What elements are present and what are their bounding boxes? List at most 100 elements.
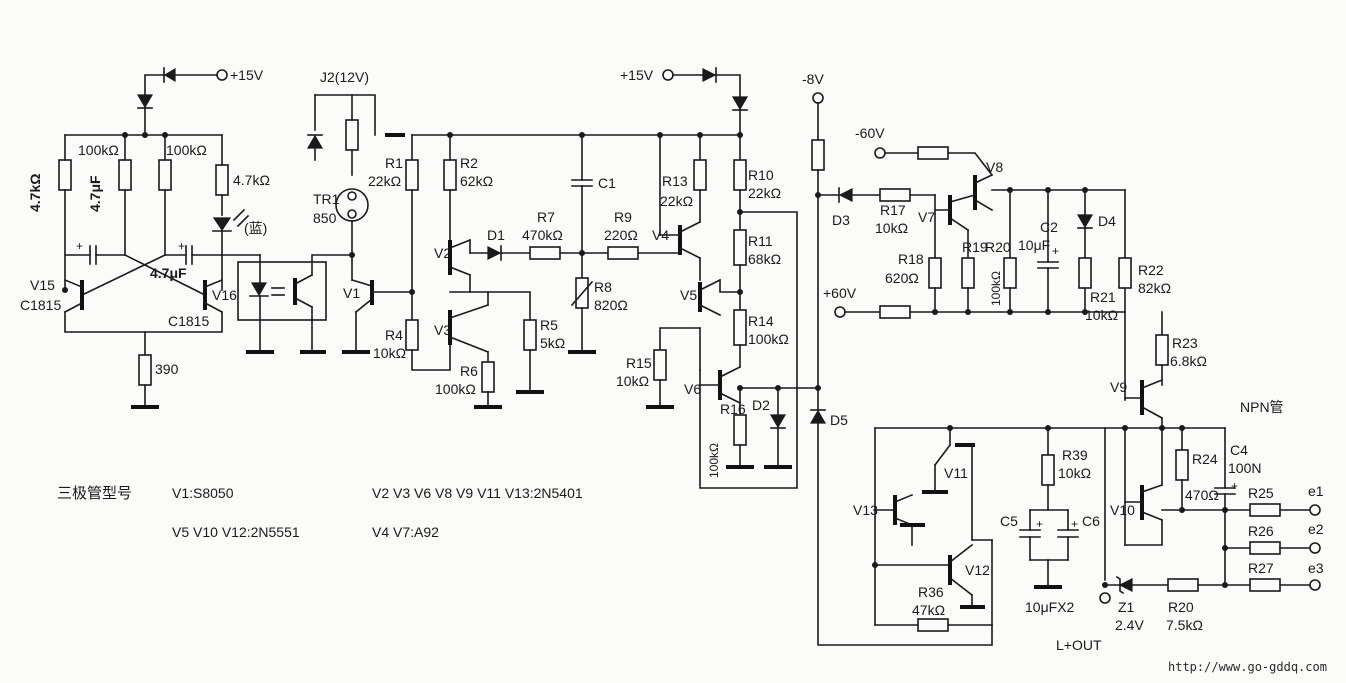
label-r15: R15 [626,355,652,371]
resistor-100k-b [158,159,172,191]
amplifier-section: +15V R1 22kΩ R4 10kΩ R2 62kΩ V2 D1 [368,67,821,489]
rail-label-p60: +60V [823,285,857,301]
diode-left-vertical [136,94,154,109]
label-v8: V8 [986,159,1003,175]
diode-d1 [487,246,502,260]
diode-top-left [163,67,176,83]
resistor-m60 [917,146,949,160]
legend-row2b: V4 V7:A92 [372,524,439,540]
label-r2-val: 62kΩ [460,173,493,189]
label-v4: V4 [652,227,669,243]
label-relay: J2(12V) [320,69,369,85]
diode-d4 [1076,214,1094,229]
label-r8: R8 [594,279,612,295]
label-r14: R14 [748,313,774,329]
label-r5: R5 [540,317,558,333]
resistor-r7 [529,246,561,260]
label-v10: V10 [1110,502,1135,518]
zener-z1 [1118,578,1133,592]
label-r20b: R20 [1168,599,1194,615]
diode-d3 [838,188,853,202]
rail-label-p15-left: +15V [230,67,264,83]
resistor-4k7-a [58,159,72,191]
resistor-r26 [1249,541,1281,555]
resistor-r18 [928,257,942,289]
resistor-r17 [879,188,911,202]
label-r19: R19 [962,239,988,255]
label-r15-val: 10kΩ [616,373,649,389]
label-c-b: 4.7μF [150,265,187,281]
label-v16-part: C1815 [168,313,209,329]
label-r13: R13 [662,173,688,189]
flasher-section: +15V 4.7kΩ 100kΩ 100kΩ 4.7kΩ (蓝) 4.7μF [20,67,353,409]
label-v15: V15 [30,277,55,293]
resistor-r1 [405,159,419,191]
label-r18: R18 [898,251,924,267]
label-tr1: TR1 [313,191,340,207]
resistor-r39 [1041,454,1055,486]
resistor-r16 [733,414,747,446]
resistor-4k7-b [215,164,229,196]
svg-text:+: + [1231,479,1238,493]
resistor-100k-a [118,159,132,191]
label-c6: C6 [1082,513,1100,529]
label-v5: V5 [680,287,697,303]
label-r6: R6 [460,363,478,379]
terminal-p15-mid [662,69,674,81]
label-v12: V12 [965,562,990,578]
led-blue-icon [212,217,232,232]
label-c56-val: 10μFX2 [1025,599,1075,615]
label-v11: V11 [944,465,968,481]
resistor-r20b [1167,578,1199,592]
resistor-r19 [961,257,975,289]
svg-text:+: + [178,239,185,253]
label-v7: V7 [918,209,935,225]
label-c5: C5 [1000,513,1018,529]
label-r20: R20 [985,239,1011,255]
resistor-r13 [693,159,707,191]
resistor-r21 [1078,257,1092,289]
legend-row2a: V5 V10 V12:2N5551 [172,524,300,540]
resistor-r10 [733,159,747,191]
label-r-b: 100kΩ [78,142,119,158]
resistor-r5 [523,319,537,351]
label-r24-val: 470Ω [1185,487,1219,503]
legend-row1a: V1:S8050 [172,485,234,501]
relay-coil [345,119,359,151]
label-v13: V13 [853,502,878,518]
label-c2-val: 10μF [1018,237,1050,253]
output-section: V11 V13 V12 R36 47kΩ R39 10kΩ [853,425,1324,653]
resistor-r24 [1175,449,1189,481]
svg-text:+: + [1036,517,1043,531]
label-r17: R17 [880,202,906,218]
label-tr1-part: 850 [313,210,337,226]
label-r22-val: 82kΩ [1138,280,1171,296]
resistor-p60 [879,305,911,319]
label-r11-val: 68kΩ [748,251,781,267]
resistor-r4 [405,319,419,351]
resistor-r27 [1249,578,1281,592]
rail-label-p15-mid: +15V [620,67,654,83]
label-npn: NPN管 [1240,399,1284,415]
label-r7: R7 [537,209,555,225]
resistor-390 [138,354,152,386]
label-out: L+OUT [1056,637,1102,653]
label-r5-val: 5kΩ [540,335,565,351]
resistor-r36 [917,618,949,632]
label-r1: R1 [385,155,403,171]
resistor-r9 [607,246,639,260]
resistor-r6 [481,361,495,393]
label-r25: R25 [1248,485,1274,501]
svg-text:+: + [76,239,83,253]
resistor-r20 [1003,257,1017,289]
label-r18-val: 620Ω [885,270,919,286]
output-driver-section: -60V V8 V7 R18 620Ω R19 R20 100kΩ [823,125,1284,429]
label-r20b-val: 7.5kΩ [1166,617,1203,633]
label-r10: R10 [748,167,774,183]
legend-title: 三极管型号 [57,485,132,502]
label-r39: R39 [1062,447,1088,463]
label-r23-val: 6.8kΩ [1170,353,1207,369]
label-z1: Z1 [1118,599,1135,615]
label-d4: D4 [1098,213,1116,229]
label-r27: R27 [1248,560,1274,576]
